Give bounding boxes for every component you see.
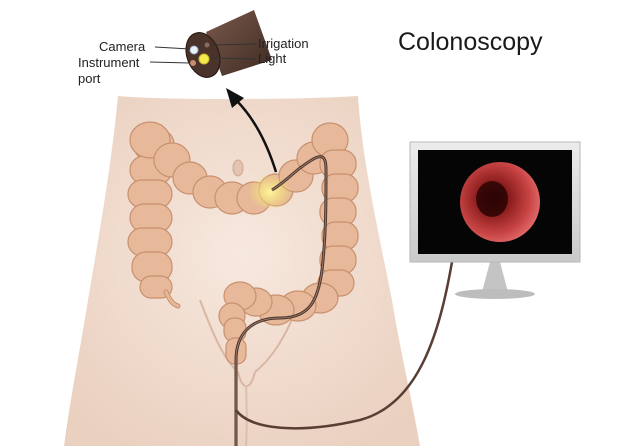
leg-split [245,384,248,446]
colon-sigmoid [218,281,339,330]
zoom-arrow [235,99,278,173]
camera-lens [189,45,199,55]
light-label: Light [258,51,287,66]
monitor [409,141,581,299]
instrument-port [190,60,196,66]
instrument-port-pointer [149,61,191,64]
navel [232,159,244,177]
instrument-port-label-line1: Instrument [78,55,140,70]
monitor-cable [234,261,454,430]
camera-label: Camera [99,39,146,54]
monitor-stand [482,262,508,292]
instrument-port-label-line2: port [78,71,101,86]
irrigation-port [204,42,210,48]
irrigation-label: Irrigation [258,36,309,51]
page-title: Colonoscopy [398,28,543,56]
irrigation-pointer [209,43,257,46]
light-pointer [209,57,257,60]
camera-pointer [154,46,191,50]
light-source [198,53,210,65]
monitor-base [455,289,535,299]
body-silhouette [64,96,420,446]
zoom-arrow-head [226,88,244,108]
endoscope-tip-closeup [185,10,272,78]
